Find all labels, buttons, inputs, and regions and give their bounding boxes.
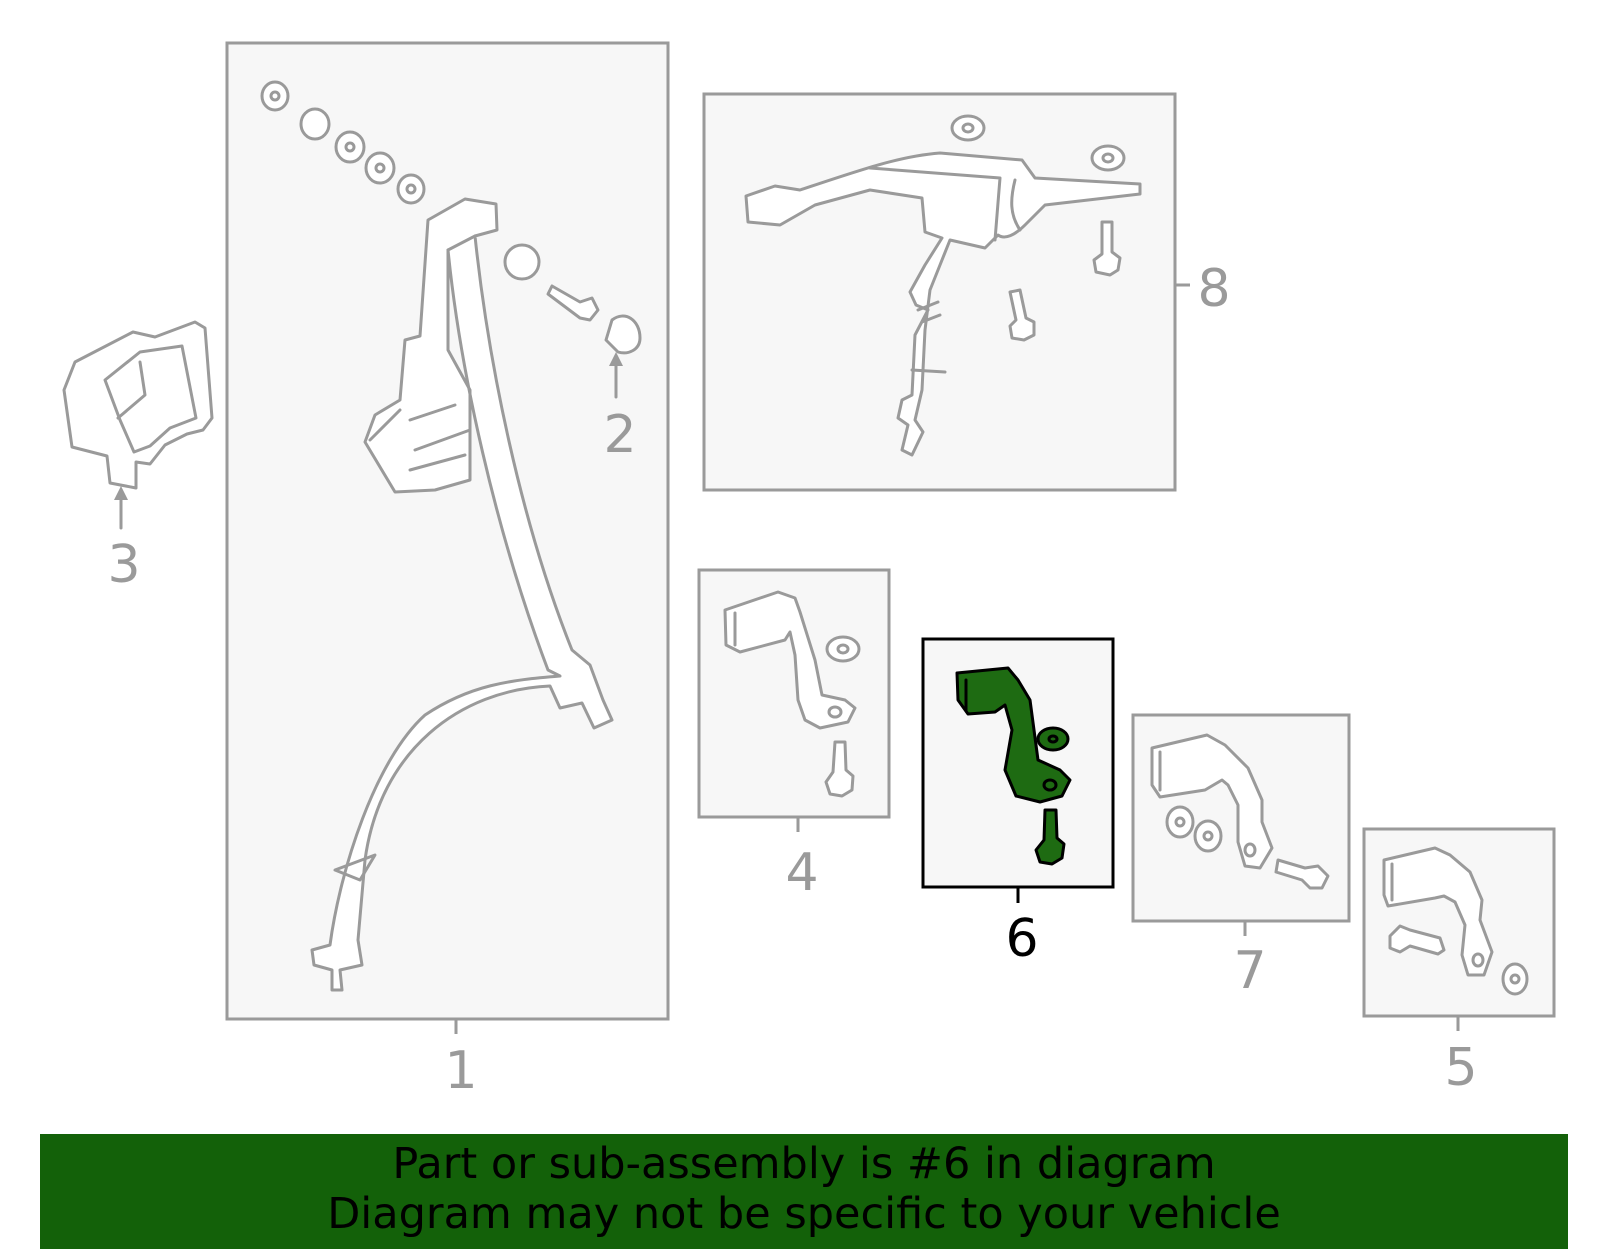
label-5: 5 [1444, 1038, 1477, 1098]
banner-line-1: Part or sub-assembly is #6 in diagram [392, 1139, 1216, 1189]
part-1-box [225, 41, 670, 1021]
info-banner: Part or sub-assembly is #6 in diagram Di… [40, 1134, 1568, 1249]
part-8-group[interactable]: 8 [702, 92, 1231, 492]
part-6-drawing [955, 666, 1072, 866]
part-7-drawing [1150, 733, 1330, 890]
part-1-drawing [260, 80, 642, 992]
label-7: 7 [1233, 941, 1266, 1001]
part-1-group[interactable]: 1 [225, 41, 670, 1101]
part-5-drawing [1382, 846, 1529, 996]
part-4-drawing [723, 590, 861, 798]
part-2-group[interactable]: 2 [603, 352, 637, 465]
label-3: 3 [107, 535, 140, 595]
label-2: 2 [603, 405, 636, 465]
label-6: 6 [1005, 909, 1038, 969]
banner-line-2: Diagram may not be specific to your vehi… [327, 1189, 1281, 1239]
part-5-group[interactable]: 5 [1362, 827, 1556, 1098]
part-8-drawing [744, 114, 1142, 457]
part-7-group[interactable]: 7 [1131, 713, 1351, 1001]
parts-diagram: 1 2 3 8 [62, 41, 1556, 1101]
part-3-group[interactable]: 3 [62, 320, 214, 595]
label-1: 1 [444, 1041, 477, 1101]
label-8: 8 [1197, 259, 1230, 319]
part-6-group[interactable]: 6 [921, 637, 1115, 969]
part-4-group[interactable]: 4 [697, 568, 891, 903]
label-4: 4 [785, 843, 818, 903]
